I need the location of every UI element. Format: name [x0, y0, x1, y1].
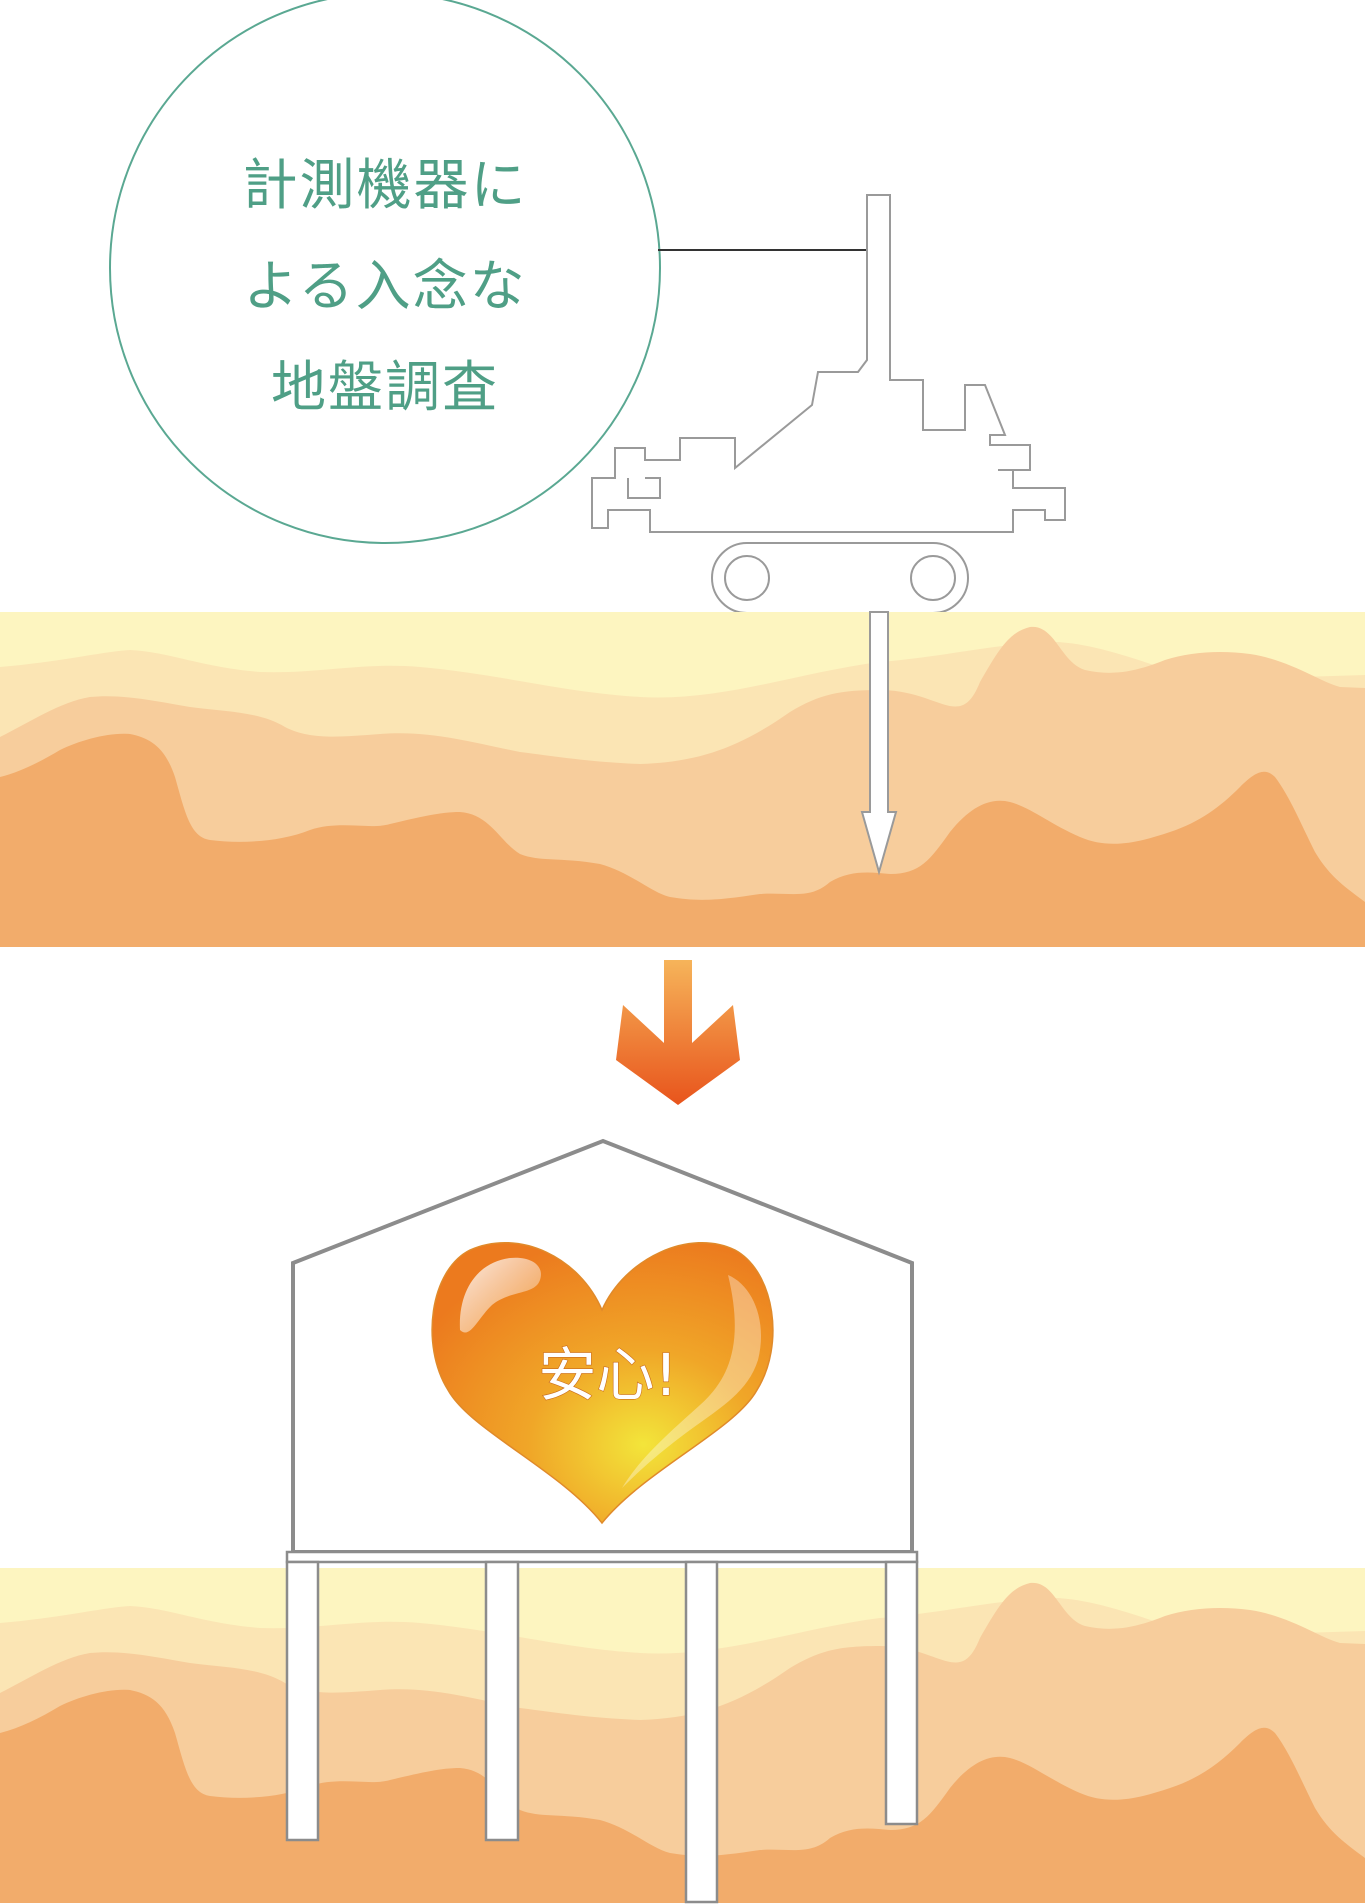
pile-2 [484, 1560, 520, 1842]
foundation-piles [285, 1550, 919, 1904]
caption-circle: 計測機器に よる入念な 地盤調査 [109, 0, 661, 544]
down-arrow-icon [616, 960, 740, 1105]
pile-4 [884, 1560, 919, 1826]
heart-label: 安心! [538, 1341, 677, 1409]
caption-line-1: 計測機器に [242, 153, 527, 217]
heart-icon: 安心! [431, 1241, 774, 1525]
soil-layer-upper [0, 612, 1365, 947]
soil-layer-lower [0, 1568, 1365, 1903]
pile-3 [684, 1560, 719, 1904]
pile-1 [285, 1560, 320, 1842]
caption-line-3: 地盤調査 [271, 355, 499, 419]
caption-line-2: よる入念な [243, 254, 526, 318]
survey-rod [860, 611, 898, 876]
leader-line [658, 239, 891, 261]
